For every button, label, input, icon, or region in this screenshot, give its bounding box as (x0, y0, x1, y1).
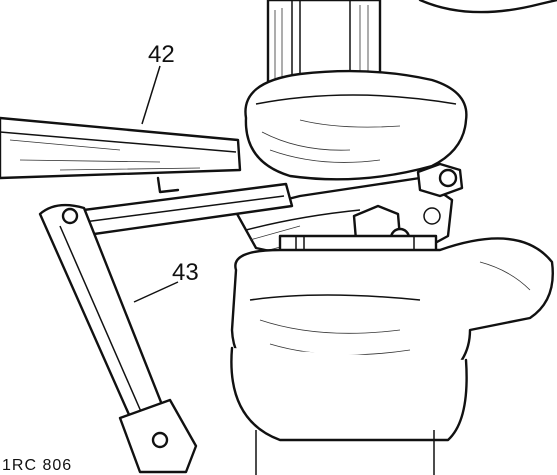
callout-42: 42 (148, 41, 175, 68)
lower-housing (230, 237, 554, 475)
reference-number: 1RC 806 (2, 457, 72, 474)
upper-collar (244, 69, 468, 181)
leader-line-43 (133, 281, 179, 303)
callout-43: 43 (172, 259, 199, 286)
tool-43 (38, 203, 198, 474)
lever-42 (0, 116, 242, 194)
leader-line-42 (141, 65, 161, 125)
